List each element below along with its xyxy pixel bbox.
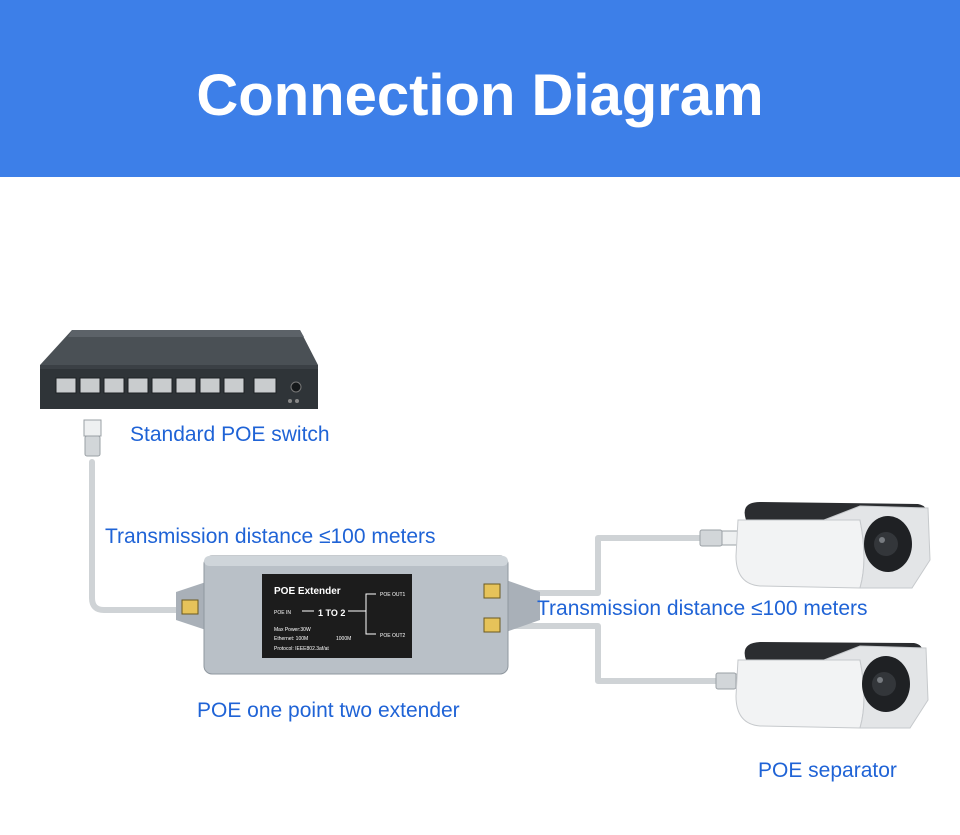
extender-ports xyxy=(181,583,501,633)
rj45-plug-switch xyxy=(83,419,102,457)
extender-panel-out1: POE OUT1 xyxy=(380,592,406,598)
poe-switch xyxy=(40,330,318,409)
bullet-camera-2 xyxy=(735,642,929,729)
extender-panel-title: POE Extender xyxy=(274,586,341,597)
extender-panel-out2: POE OUT2 xyxy=(380,633,406,639)
cables xyxy=(89,459,727,684)
extender-panel-ethernet-alt: 1000M xyxy=(336,636,351,642)
label-poe-extender: POE one point two extender xyxy=(197,699,460,722)
label-transmission-distance-in: Transmission distance ≤100 meters xyxy=(105,525,436,548)
header-banner: Connection Diagram xyxy=(0,0,960,177)
rj45-plug-camera1 xyxy=(699,529,739,547)
label-transmission-distance-out: Transmission distance ≤100 meters xyxy=(537,597,868,620)
poe-extender-device: POE Extender POE IN 1 TO 2 POE OUT1 POE … xyxy=(176,555,540,675)
label-poe-separator: POE separator xyxy=(758,759,897,782)
extender-panel-protocol: Protocol: IEEE802.3af/at xyxy=(274,646,329,652)
cable-out1-to-camera1 xyxy=(509,535,703,596)
page-title: Connection Diagram xyxy=(196,63,764,128)
cable-out2-to-camera2 xyxy=(509,623,727,684)
extender-panel-ethernet: Ethernet: 100M xyxy=(274,636,308,642)
bullet-camera-1 xyxy=(735,502,931,589)
extender-panel-ratio: 1 TO 2 xyxy=(318,608,345,618)
extender-panel-max-power: Max Power:30W xyxy=(274,627,311,633)
cable-switch-to-extender xyxy=(89,459,183,613)
switch-ports xyxy=(55,377,277,394)
extender-panel-poe-in: POE IN xyxy=(274,610,291,616)
label-standard-poe-switch: Standard POE switch xyxy=(130,423,330,446)
